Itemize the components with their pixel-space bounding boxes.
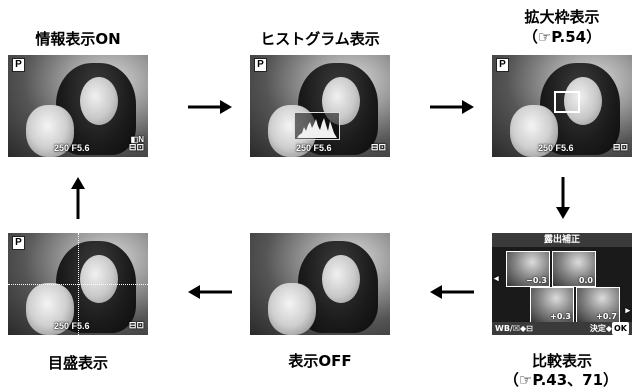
arrow-right-icon <box>430 100 474 114</box>
confirm-label: 決定◆ <box>589 324 612 333</box>
battery-icon: ◧N <box>130 135 144 144</box>
arrow-up-icon <box>71 177 85 219</box>
mode-badge: P <box>254 58 267 72</box>
mode-badge: P <box>12 236 25 250</box>
shutter-aperture: 250 F5.6 <box>296 143 332 153</box>
panel-histogram: P 250 F5.6 ⊟⊡ <box>250 55 390 157</box>
panel-display-off <box>250 233 390 335</box>
scroll-right-icon: ▸ <box>625 305 630 315</box>
photo-face <box>80 255 118 303</box>
caption-comparison: 比較表示 <box>531 352 592 370</box>
ok-badge: OK <box>612 322 629 335</box>
shutter-aperture: 250 F5.6 <box>54 143 90 153</box>
thumb-value: +0.7 <box>596 312 617 321</box>
quality-icon: ⊟⊡ <box>128 320 144 330</box>
comparison-title: 露出補正 <box>492 233 632 247</box>
zoom-frame <box>554 91 580 113</box>
thumb-value: −0.3 <box>526 276 547 285</box>
comparison-thumb: +0.7 <box>576 287 620 323</box>
arrow-left-icon <box>430 285 474 299</box>
panel-comparison: 露出補正 ◂ ▸ −0.3 0.0 +0.3 +0.7 WB/☒◆⊟ 決定◆OK <box>492 233 632 335</box>
quality-icon: ⊟⊡ <box>612 142 628 152</box>
mode-badge: P <box>12 58 25 72</box>
quality-icon: ⊟⊡ <box>370 142 386 152</box>
photo-face <box>322 255 360 303</box>
photo-face <box>564 77 602 125</box>
photo-baby <box>26 283 74 335</box>
panel-info-on: P ◧N 250 F5.6 ⊟⊡ <box>8 55 148 157</box>
caption-zoom-frame-ref: （☞P.54） <box>522 28 602 46</box>
photo-face <box>80 77 118 125</box>
thumb-value: 0.0 <box>578 276 593 285</box>
shutter-aperture: 250 F5.6 <box>538 143 574 153</box>
comparison-thumb: 0.0 <box>552 251 596 287</box>
caption-histogram: ヒストグラム表示 <box>260 30 380 48</box>
photo-baby <box>26 105 74 157</box>
photo-baby <box>510 105 558 157</box>
photo-baby <box>268 283 316 335</box>
quality-icon: ⊟⊡ <box>128 142 144 152</box>
wb-label: WB/☒◆⊟ <box>495 324 533 333</box>
arrow-down-icon <box>556 177 570 219</box>
mode-badge: P <box>496 58 509 72</box>
comparison-thumb: −0.3 <box>506 251 550 287</box>
shutter-aperture: 250 F5.6 <box>54 321 90 331</box>
scroll-left-icon: ◂ <box>494 273 499 283</box>
thumb-value: +0.3 <box>550 312 571 321</box>
caption-info-on: 情報表示ON <box>35 30 121 48</box>
histogram-graph <box>294 112 340 140</box>
caption-display-off: 表示OFF <box>288 352 352 370</box>
caption-zoom-frame: 拡大枠表示 <box>524 8 600 26</box>
caption-grid: 目盛表示 <box>47 354 108 372</box>
caption-comparison-ref: （☞P.43、71） <box>503 371 619 389</box>
arrow-left-icon <box>188 285 232 299</box>
panel-zoom-frame: P 250 F5.6 ⊟⊡ <box>492 55 632 157</box>
arrow-right-icon <box>188 100 232 114</box>
comparison-thumb: +0.3 <box>530 287 574 323</box>
panel-grid: P 250 F5.6 ⊟⊡ <box>8 233 148 335</box>
grid-line-vertical <box>78 233 79 335</box>
comparison-bottom-bar: WB/☒◆⊟ 決定◆OK <box>492 322 632 335</box>
